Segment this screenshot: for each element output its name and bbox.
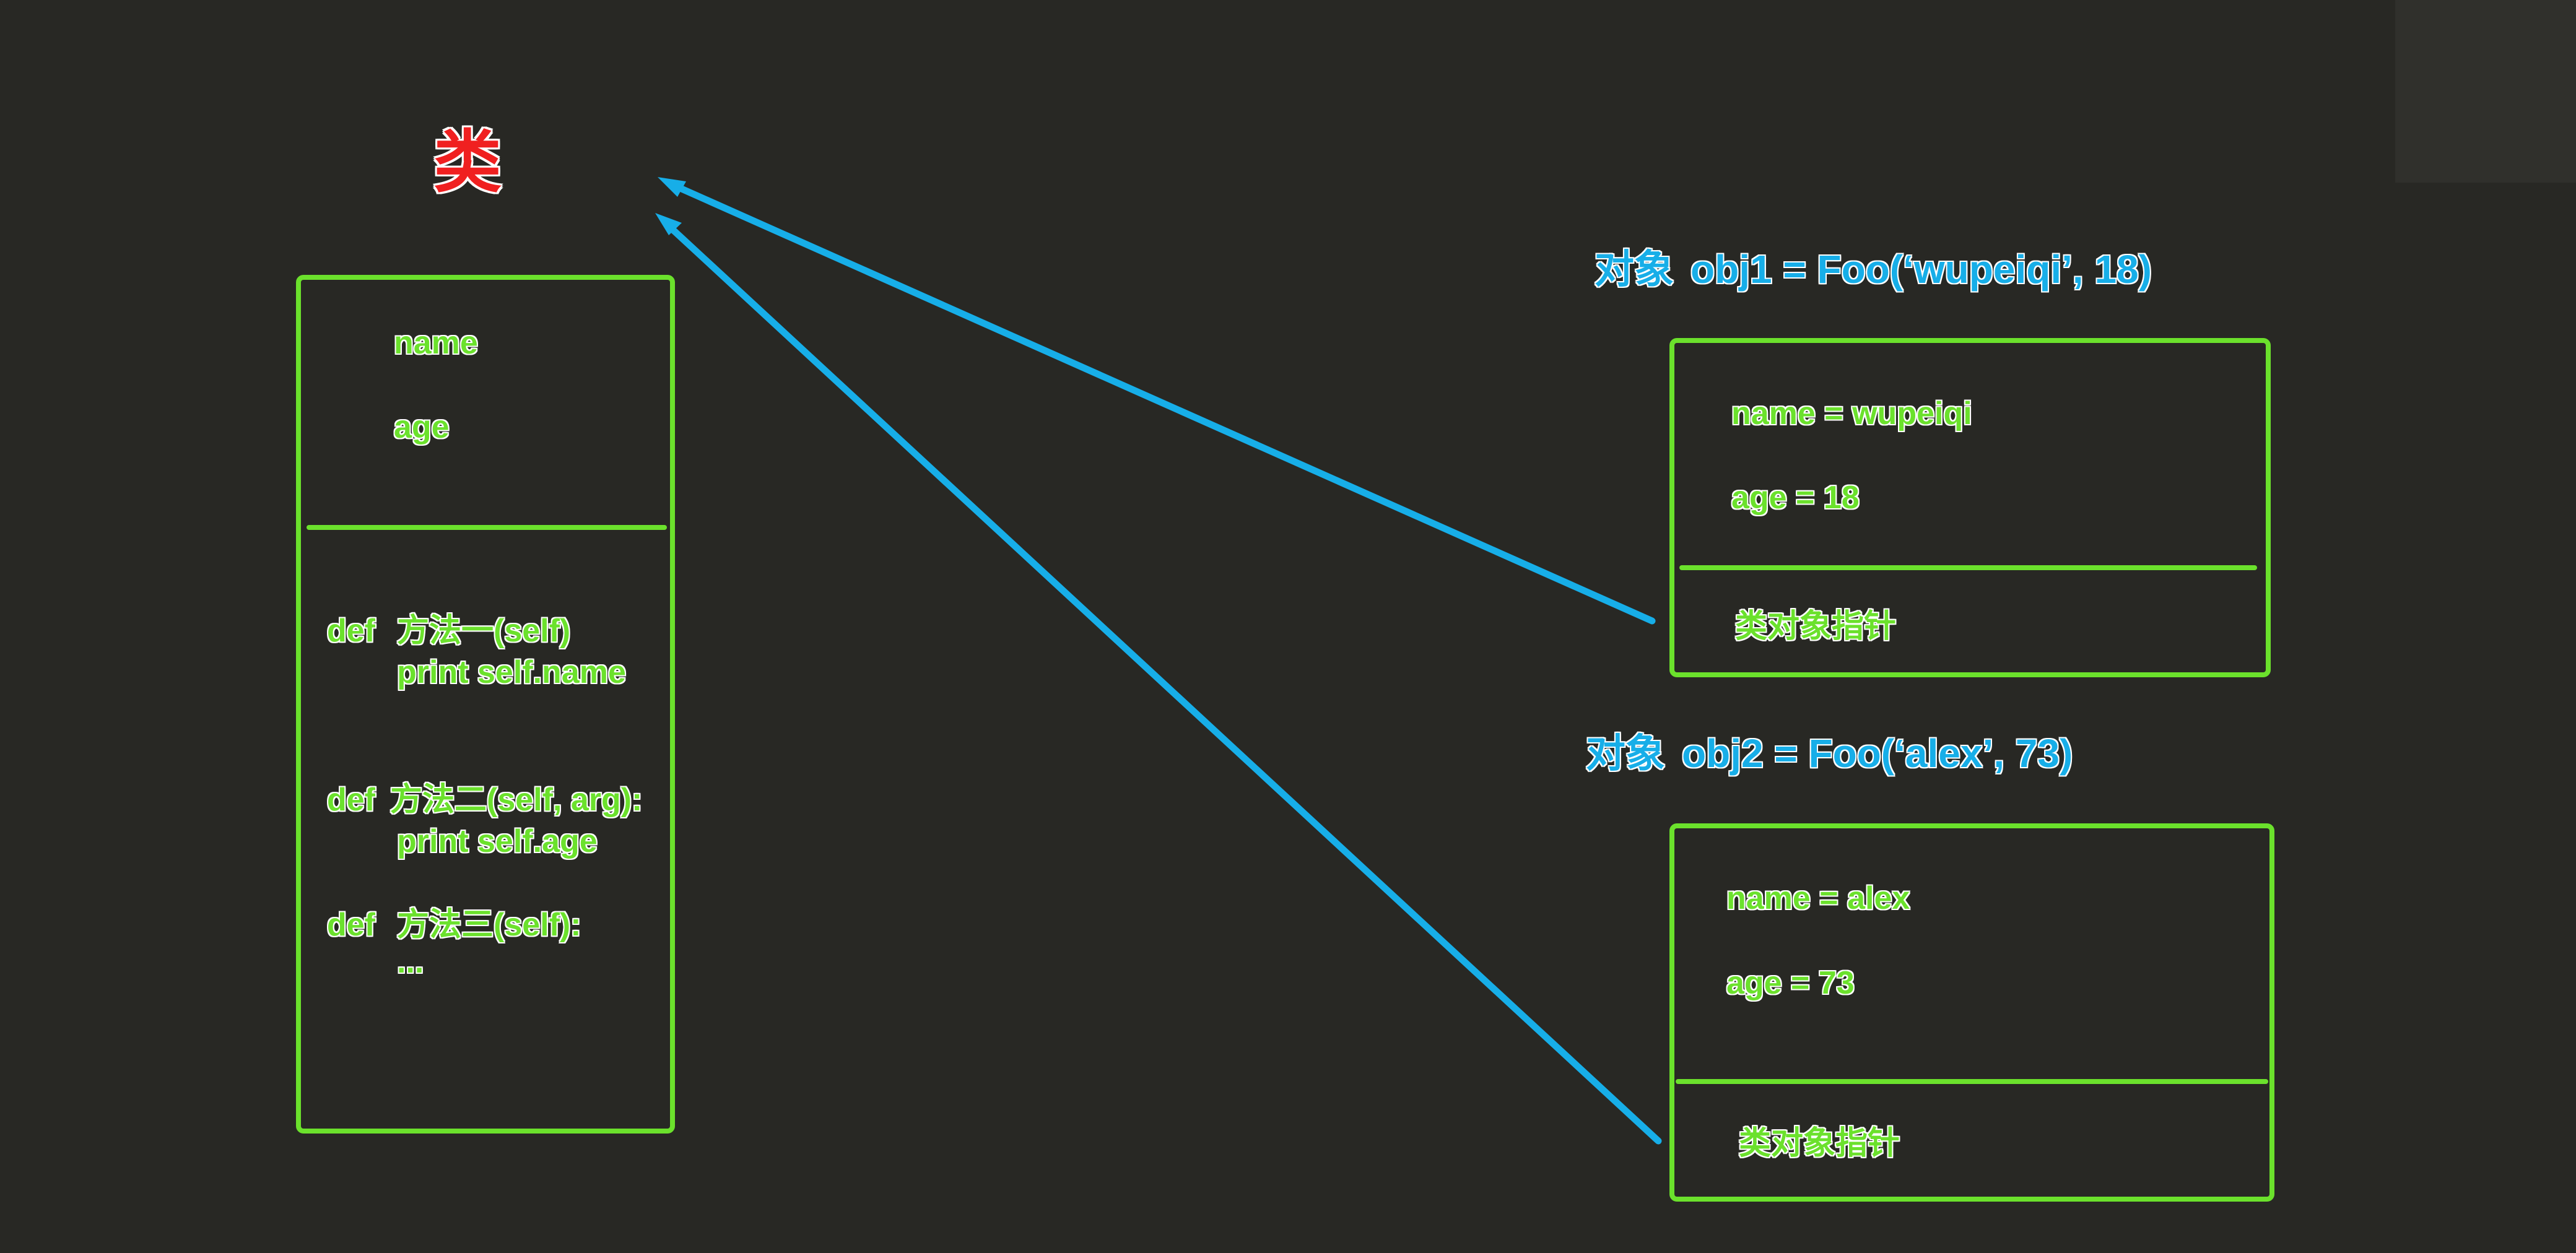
obj2-attr-age: age = 73 <box>1726 965 1855 1001</box>
method1-signature: 方法一(self) <box>397 613 571 649</box>
obj2-code: obj2 = Foo(‘alex’, 73) <box>1682 731 2073 776</box>
obj1-class-pointer: 类对象指针 <box>1735 609 1897 644</box>
obj1-attr-name: name = wupeiqi <box>1731 396 1972 431</box>
arrow-obj1-head <box>658 177 686 197</box>
method2-signature: 方法二(self, arg): <box>390 782 643 818</box>
method3-def: def <box>327 907 375 943</box>
class-title: 类 <box>433 124 502 201</box>
class-attr-name: name <box>394 325 478 361</box>
method3-body: ... <box>397 944 424 980</box>
method2-def: def <box>327 782 375 818</box>
class-divider <box>307 525 667 530</box>
method2-body: print self.age <box>397 823 598 859</box>
obj2-class-pointer: 类对象指针 <box>1739 1125 1900 1161</box>
obj2-attr-name: name = alex <box>1726 880 1910 916</box>
obj2-label: 对象 <box>1586 731 1665 776</box>
obj1-label: 对象 <box>1595 247 1674 292</box>
obj2-box <box>1669 823 2274 1202</box>
obj2-divider <box>1676 1079 2268 1084</box>
method3-signature: 方法三(self): <box>397 907 581 943</box>
obj1-divider <box>1679 565 2257 570</box>
method1-def: def <box>327 613 375 649</box>
obj1-code: obj1 = Foo(‘wupeiqi’, 18) <box>1690 247 2152 292</box>
class-box <box>296 275 675 1134</box>
method1-body: print self.name <box>397 654 626 690</box>
arrow-obj2-head <box>655 213 682 235</box>
arrow-obj1-to-class <box>668 181 1656 625</box>
arrow-obj2-to-class <box>665 222 1662 1145</box>
corner-patch <box>2395 0 2576 183</box>
obj1-attr-age: age = 18 <box>1731 480 1860 516</box>
class-attr-age: age <box>394 409 450 445</box>
obj1-box <box>1669 338 2271 677</box>
